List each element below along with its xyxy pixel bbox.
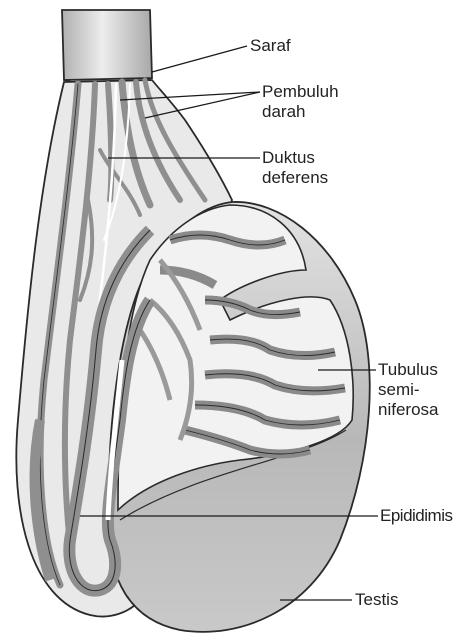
label-duktus-deferens: Duktus deferens [262, 148, 328, 188]
label-pembuluh-darah: Pembuluh darah [262, 82, 339, 122]
label-testis-text: Testis [355, 590, 398, 610]
spermatic-cord-top [62, 10, 152, 86]
label-tubulus-line2: semi- [378, 380, 438, 400]
label-saraf: Saraf [250, 36, 291, 56]
label-pembuluh-line1: Pembuluh [262, 82, 339, 102]
label-epididimis-text: Epididimis [380, 506, 452, 526]
label-tubulus-line1: Tubulus [378, 360, 438, 380]
label-testis: Testis [355, 590, 398, 610]
label-pembuluh-line2: darah [262, 102, 339, 122]
label-tubulus-line3: niferosa [378, 400, 438, 420]
label-epididimis: Epididimis [380, 506, 452, 526]
label-duktus-line1: Duktus [262, 148, 328, 168]
leader-saraf [152, 46, 247, 72]
label-tubulus-seminiferosa: Tubulus semi- niferosa [378, 360, 438, 420]
label-saraf-text: Saraf [250, 36, 291, 56]
label-duktus-line2: deferens [262, 168, 328, 188]
